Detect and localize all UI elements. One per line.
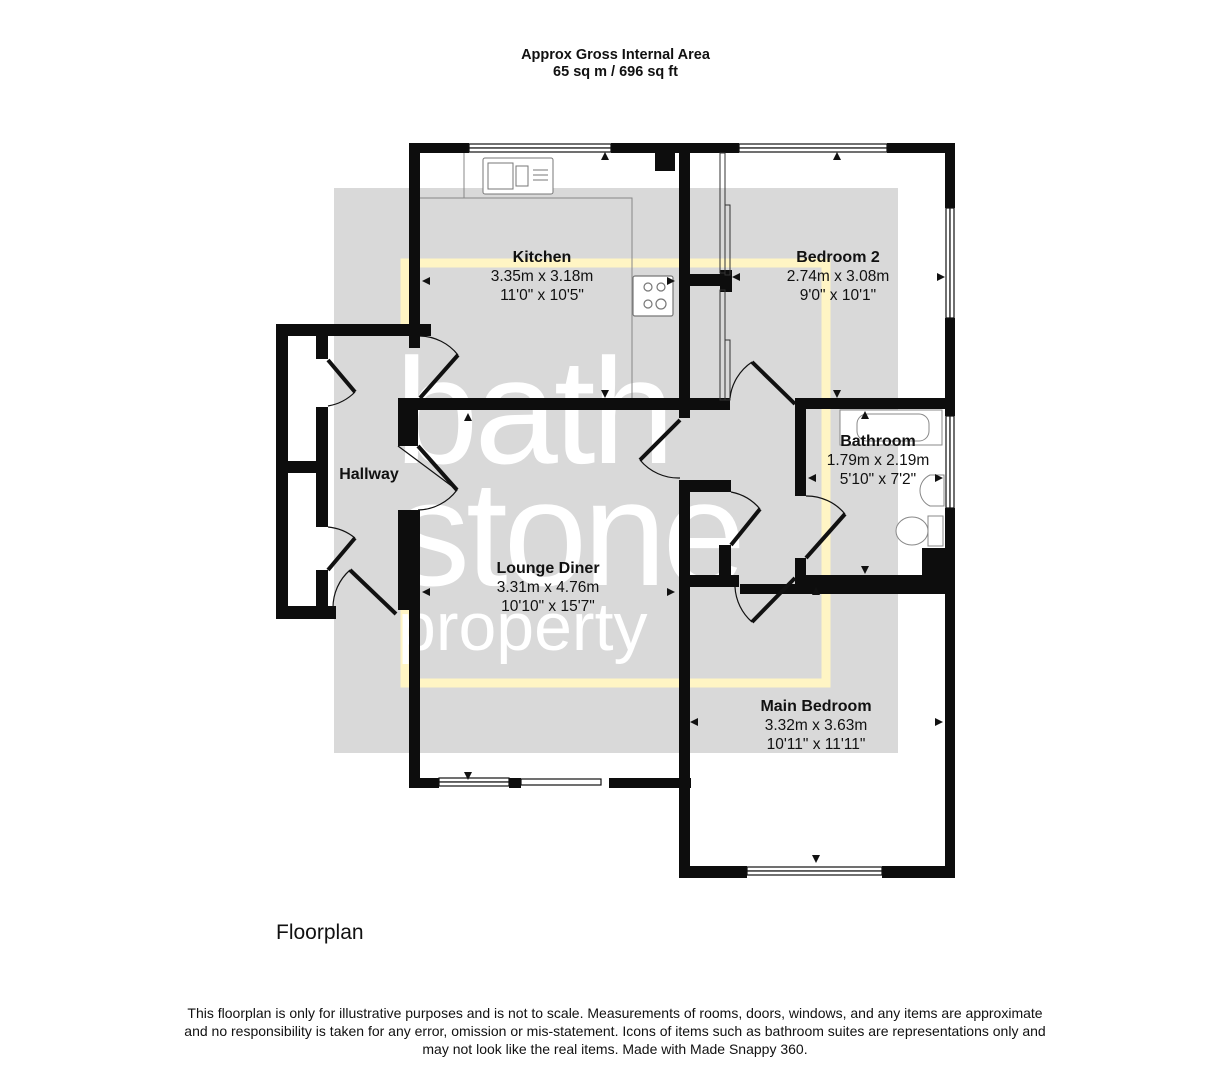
room-hallway: Hallway bbox=[339, 465, 399, 484]
room-imperial: 10'10" x 15'7" bbox=[501, 598, 595, 615]
room-name: Main Bedroom bbox=[760, 698, 872, 715]
room-bedroom-2: Bedroom 2 2.74m x 3.08m 9'0" x 10'1" bbox=[787, 248, 890, 305]
room-metric: 3.35m x 3.18m bbox=[490, 268, 594, 285]
walls bbox=[276, 143, 955, 878]
room-name: Hallway bbox=[339, 466, 399, 483]
wardrobe-doors bbox=[719, 152, 731, 401]
room-bathroom: Bathroom 1.79m x 2.19m 5'10" x 7'2" bbox=[827, 432, 930, 489]
sink-icon bbox=[482, 157, 554, 195]
area-value: 65 sq m / 696 sq ft bbox=[553, 64, 678, 80]
room-metric: 3.31m x 4.76m bbox=[496, 579, 600, 596]
disclaimer-line-3: may not look like the real items. Made w… bbox=[422, 1041, 808, 1057]
hob-icon bbox=[632, 275, 674, 317]
basin-icon bbox=[919, 474, 945, 507]
room-imperial: 11'0" x 10'5" bbox=[500, 287, 584, 304]
watermark-frame bbox=[400, 258, 831, 688]
disclaimer: This floorplan is only for illustrative … bbox=[150, 1004, 1080, 1058]
room-name: Bathroom bbox=[840, 433, 916, 450]
room-main-bedroom: Main Bedroom 3.32m x 3.63m 10'11" x 11'1… bbox=[760, 697, 871, 754]
doors bbox=[326, 335, 847, 624]
disclaimer-line-2: and no responsibility is taken for any e… bbox=[184, 1023, 1046, 1039]
kitchen-counter bbox=[420, 153, 633, 398]
room-metric: 3.32m x 3.63m bbox=[764, 717, 868, 734]
svg-text:bath: bath bbox=[395, 327, 671, 495]
room-imperial: 5'10" x 7'2" bbox=[839, 471, 917, 488]
room-metric: 1.79m x 2.19m bbox=[826, 452, 930, 469]
area-title: Approx Gross Internal Area bbox=[521, 47, 710, 63]
room-name: Lounge Diner bbox=[496, 560, 600, 577]
room-name: Bedroom 2 bbox=[796, 249, 880, 266]
room-kitchen: Kitchen 3.35m x 3.18m 11'0" x 10'5" bbox=[491, 248, 594, 305]
room-name: Kitchen bbox=[512, 249, 572, 266]
windows bbox=[438, 143, 955, 876]
room-metric: 2.74m x 3.08m bbox=[786, 268, 890, 285]
area-header: Approx Gross Internal Area 65 sq m / 696… bbox=[0, 47, 1231, 81]
dimension-arrows bbox=[422, 152, 945, 863]
room-lounge-diner: Lounge Diner 3.31m x 4.76m 10'10" x 15'7… bbox=[496, 559, 599, 616]
disclaimer-line-1: This floorplan is only for illustrative … bbox=[187, 1005, 1043, 1021]
room-imperial: 10'11" x 11'11" bbox=[766, 736, 866, 753]
room-imperial: 9'0" x 10'1" bbox=[799, 287, 877, 304]
bath-icon bbox=[839, 409, 943, 446]
toilet-icon bbox=[895, 515, 944, 547]
svg-text:property: property bbox=[398, 589, 647, 665]
floor-title: Floorplan bbox=[276, 921, 364, 944]
